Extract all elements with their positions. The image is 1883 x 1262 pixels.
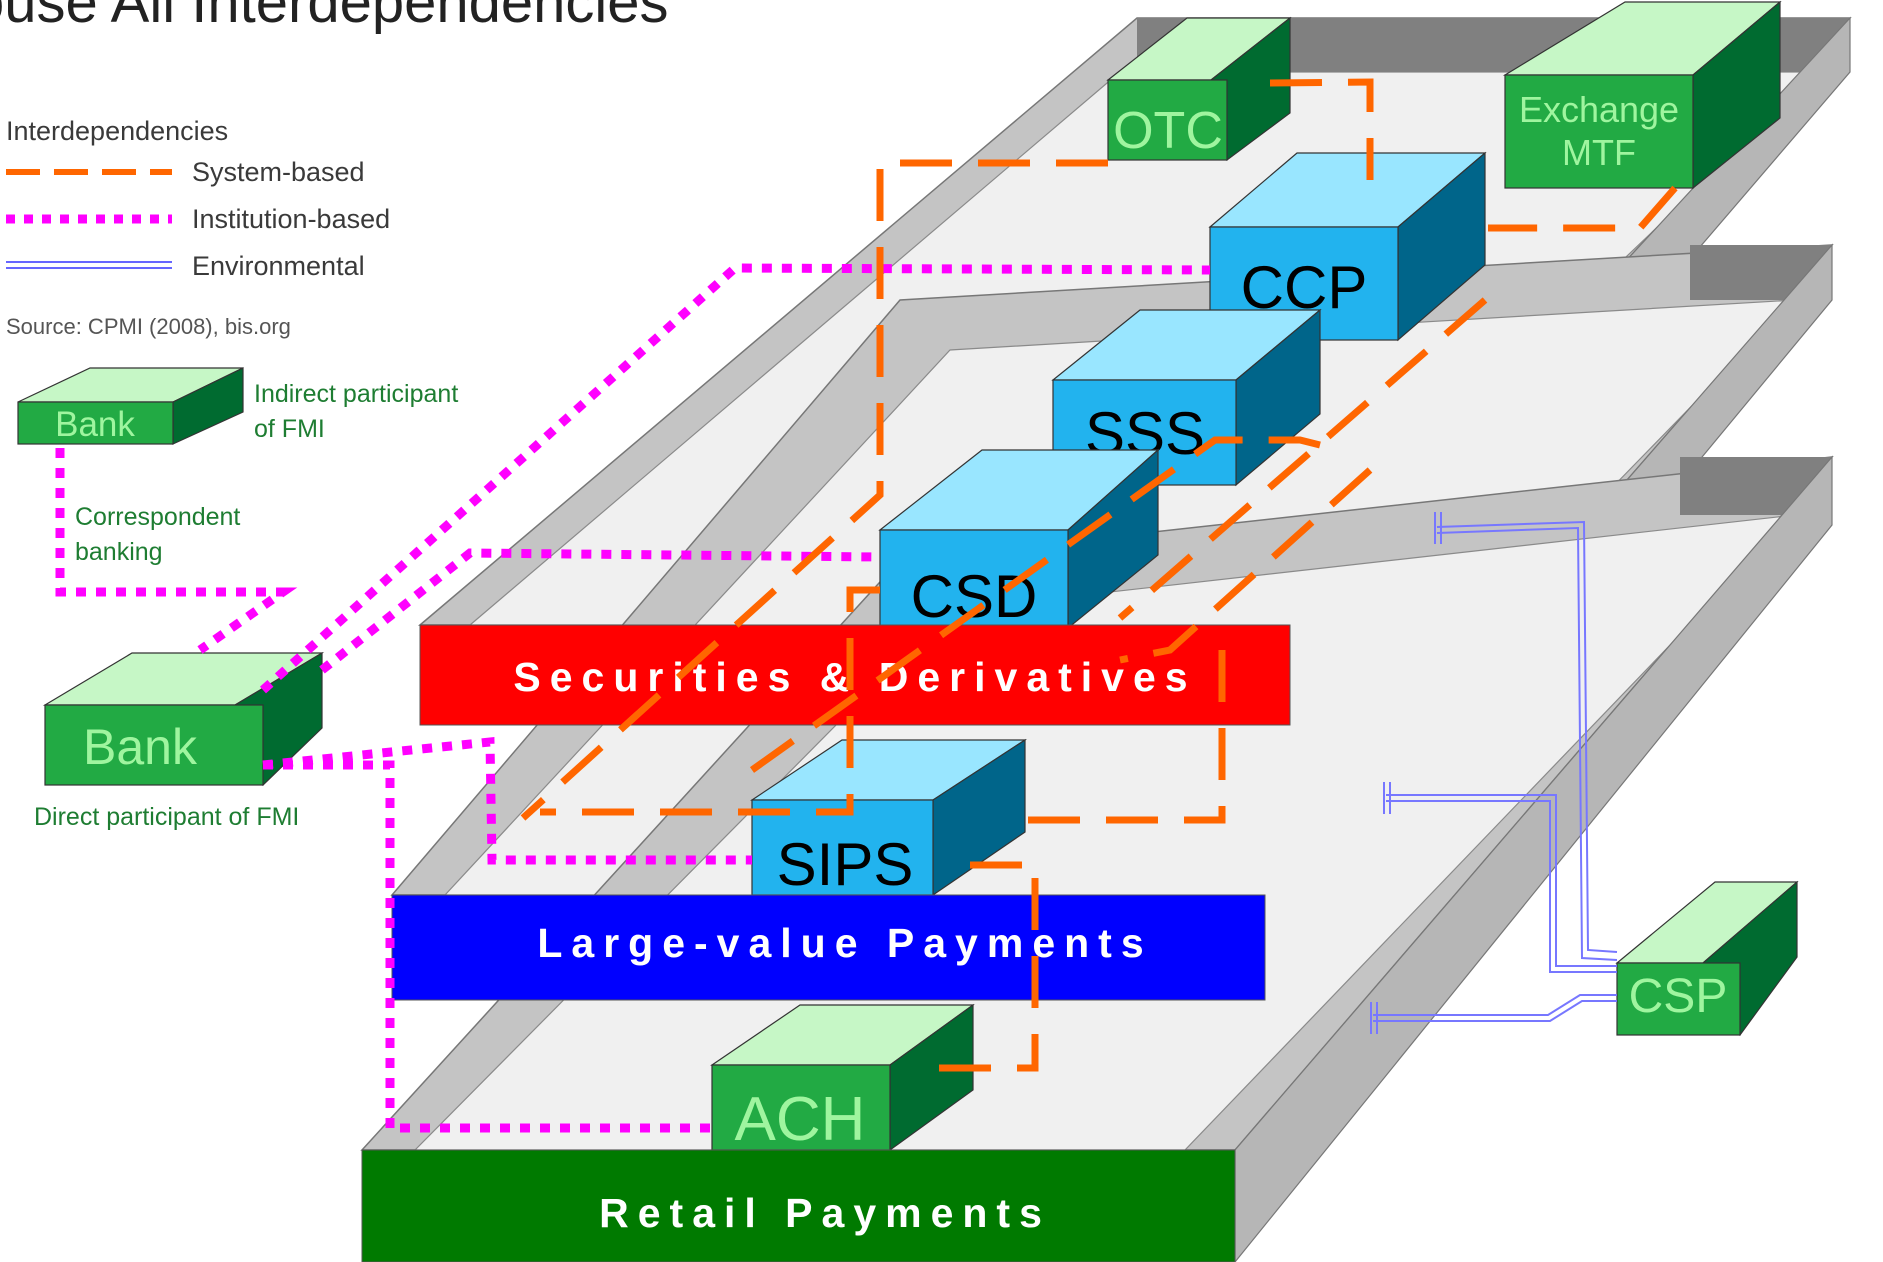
legend-heading: Interdependencies [6,116,228,146]
exchange-label-line2: MTF [1562,132,1636,173]
inst-link-bank-sips [262,737,752,865]
source-note: Source: CPMI (2008), bis.org [6,314,291,339]
legend-institution-label: Institution-based [192,204,390,234]
legend-system-label: System-based [192,157,365,187]
csp-box: CSP [1615,880,1799,1037]
institution-links [55,263,1211,1133]
large-value-band-label: Large-value Payments [537,920,1152,966]
legend-environmental-label: Environmental [192,251,365,281]
correspondent-line1: Correspondent [75,503,240,531]
inst-link-bank-ccp [260,263,1211,694]
securities-band: Securities & Derivatives [419,624,1291,726]
bank-large-box: Bank [42,651,325,787]
inst-link-bank-ach [263,760,712,1133]
system-links [520,78,1678,1072]
indirect-participant-line1: Indirect participant [254,380,458,408]
ach-box: ACH [710,1003,975,1154]
csd-label: CSD [911,563,1038,630]
sips-label: SIPS [777,831,914,898]
sys-link-sips-ach [930,861,1039,1072]
sys-link-csd-loop [1025,650,1226,824]
exchange-mtf-box: Exchange MTF [1502,0,1782,190]
exchange-label-line1: Exchange [1519,89,1679,130]
securities-band-label: Securities & Derivatives [513,654,1196,700]
page-title: ouse All Interdependencies [0,0,669,35]
otc-label: OTC [1113,102,1223,160]
bank-small-label: Bank [55,405,135,444]
sys-link-sss-csd [1119,467,1373,664]
sys-link-otc-csd [520,159,1108,821]
sips-box: SIPS [750,738,1028,898]
indirect-participant-line2: of FMI [254,415,325,443]
csp-label: CSP [1629,970,1728,1023]
environmental-links [1370,512,1618,1034]
sys-link-otc-ccp [1269,78,1374,180]
bank-large-label: Bank [83,719,198,775]
sys-link-csd-sips [540,586,880,816]
retail-band-label: Retail Payments [599,1190,1051,1236]
ach-label: ACH [735,1085,866,1154]
otc-box: OTC [1106,16,1292,162]
env-link-ach [1373,994,1617,1016]
env-link-ccp [1436,520,1618,953]
env-link-sips [1386,794,1617,967]
large-value-band: Large-value Payments [391,894,1266,1001]
sys-link-sss-sips [749,436,1321,773]
correspondent-line2: banking [75,538,163,566]
legend: Interdependencies System-based Instituti… [6,116,390,339]
sys-link-ccp-csd [1117,297,1488,621]
sys-link-exchange-ccp [1488,185,1678,232]
retail-band: Retail Payments [361,1149,1236,1262]
inst-link-bank-csd [319,548,881,674]
direct-participant-label: Direct participant of FMI [34,803,299,831]
bank-small-box: Bank [17,367,244,445]
